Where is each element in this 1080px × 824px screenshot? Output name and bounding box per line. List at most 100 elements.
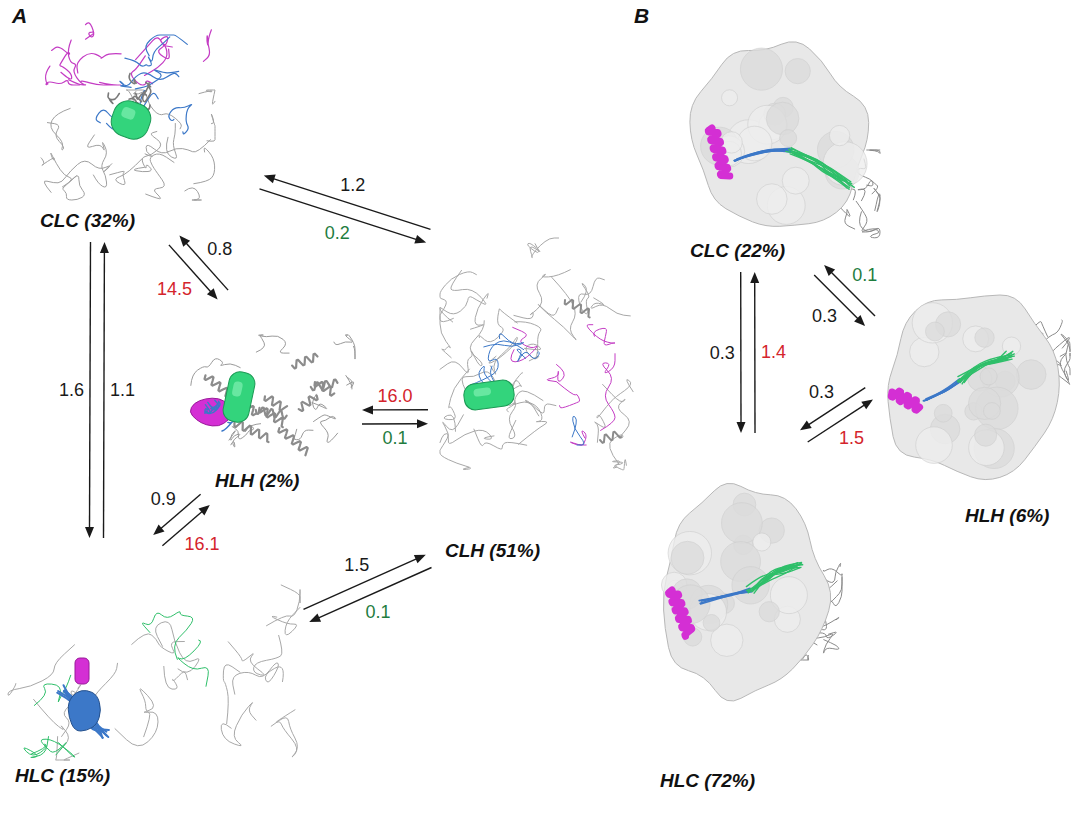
chain-trace [44,161,112,192]
rate-label: 0.3 [807,382,836,402]
chain-trace [135,83,149,99]
chain-trace [34,699,69,751]
cylinder-body [107,97,155,144]
panel-letter: A [12,4,27,28]
rate-label: 16.0 [375,386,414,406]
chain-trace [517,349,539,361]
chain-trace [223,665,240,724]
chain-trace [135,70,178,89]
chain-trace [199,90,215,104]
chain-bundle [748,564,798,591]
panel-letter: B [634,4,649,28]
state-label: CLC (32%) [40,210,135,232]
state-node: HLH (2%) [185,300,355,495]
chain-trace [474,429,527,449]
arrow-shaft [90,242,91,529]
state-node: CLH (51%) [435,228,645,565]
surface-blob [68,691,100,731]
surface-lump [740,48,782,90]
label-holder: 16.1 [182,534,221,554]
helix-ribbon [234,422,268,442]
chain-trace [528,238,559,258]
chain-trace [856,201,877,231]
chain-trace [68,40,85,85]
surface-lump [1016,360,1046,390]
clc-surface-b [690,42,880,238]
chain-trace [24,737,49,758]
arrow-head [362,405,373,414]
chain-trace [46,66,80,85]
chain-trace [108,93,119,103]
label-holder: 0.9 [149,489,178,509]
chain-trace [587,325,615,345]
chain-trace [145,140,210,157]
surface-lump [916,427,953,464]
helix-ribbon [891,391,919,410]
surface-lump [668,531,711,574]
chain-trace [205,405,210,414]
surface-lump [980,368,997,385]
arrow-shaft [740,272,742,424]
surface-lump [829,125,849,145]
state-node: CLC (32%) [30,15,255,235]
rate-label: 0.9 [149,489,178,509]
cylinder-highlight [231,381,243,398]
hlh-ensemble-a [190,335,355,455]
chain-trace [557,382,580,408]
arrow-head [153,525,164,536]
chain-bundle [735,149,791,161]
label-holder: 1.1 [108,380,137,400]
chain-trace [47,108,70,149]
chain-trace [860,212,880,238]
chain-bundle [699,592,752,601]
rate-label: 1.5 [342,555,371,575]
rate-label: 0.1 [381,428,410,448]
clh-ensemble-a [440,238,633,470]
chain-trace [314,415,338,442]
chain-trace [81,81,121,85]
chain-trace [164,666,188,689]
chain-trace [591,298,630,316]
rate-label: 16.1 [182,534,221,554]
chain-trace [440,321,484,373]
chain-trace [479,309,517,342]
chain-bundle [737,150,789,159]
chain-trace [77,53,121,73]
rate-label: 0.3 [810,306,839,326]
chain-trace [443,415,494,444]
rate-label: 1.1 [108,380,137,400]
arrow-head [179,236,190,247]
surface-lump [934,404,952,422]
chain-trace [115,689,158,746]
surface-lump [975,424,997,446]
chain-trace [194,148,215,184]
chain-trace [63,176,85,200]
helix-cylinder [107,97,155,144]
surface-lump [782,167,809,194]
surface-lump [759,602,779,622]
chain-trace [110,159,143,185]
arrow-shaft [371,409,428,411]
chain-bundle [754,565,803,594]
rate-label: 0.1 [364,602,393,622]
chain-bundle [959,355,1012,380]
arrow-head [417,419,428,428]
label-holder: B [634,4,649,28]
helix-ribbon [669,590,692,636]
label-holder: 14.5 [155,279,194,299]
rate-label: 1.2 [338,175,367,195]
helix-ribbon [708,128,730,176]
arrow-head [100,242,109,253]
chain-trace [41,153,71,187]
arrow-head [800,421,812,431]
rate-label: 1.4 [759,342,788,362]
chain-trace [518,400,556,444]
chain-bundle [65,691,103,738]
chain-bundle [964,351,1006,382]
chain-trace [440,270,486,313]
chain-trace [221,702,256,745]
rate-label: 1.5 [837,428,866,448]
arrow-head [414,555,426,564]
